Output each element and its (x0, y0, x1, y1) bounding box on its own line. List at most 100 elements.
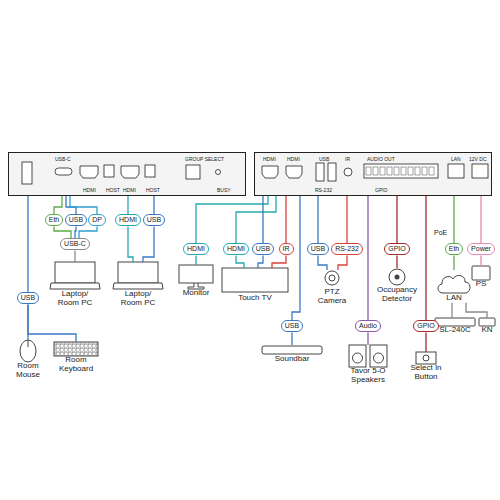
cable (272, 255, 286, 268)
switcher-rear-panel: HDMIHDMIUSBRS-232IRGPIOAUDIO OUTLAN12V D… (254, 152, 492, 196)
panel-port-label: 12V DC (469, 157, 487, 162)
device-icon-area (50, 262, 100, 290)
cable (195, 255, 196, 265)
signal-tag: GPIO (413, 320, 439, 332)
signal-tag: Audio (355, 320, 381, 332)
signal-name: RS-232 (335, 245, 359, 252)
panel-port-label: HDMI (263, 157, 276, 162)
terminal-block (364, 164, 438, 178)
signal-tag: USB (17, 292, 39, 304)
cable (27, 196, 28, 292)
signal-tag: Eth (445, 243, 464, 255)
occupancy-detector-icon (389, 269, 405, 285)
device: Room Keyboard (54, 342, 98, 374)
cable (75, 226, 76, 238)
cable (346, 196, 347, 243)
usb-b-port (145, 165, 155, 177)
cable (54, 196, 62, 214)
panel-port-label: HDMI (83, 188, 96, 193)
kn-icon (479, 318, 495, 326)
cable (236, 255, 244, 268)
cable (466, 303, 487, 318)
signal-tag: USB (281, 320, 303, 332)
laptop-base (50, 283, 100, 289)
cable (367, 332, 368, 345)
usb-a-port (316, 163, 324, 181)
device: KN (478, 318, 496, 335)
device-name: Select In Button (404, 364, 448, 382)
cable (292, 196, 300, 320)
hdmi-port (286, 166, 302, 178)
cable (70, 196, 97, 214)
device: LAN (436, 270, 472, 303)
cable (317, 196, 318, 243)
monitor-screen (179, 265, 213, 283)
signal-name: USB (256, 245, 270, 252)
cable (396, 255, 397, 268)
signal-tag: HDMI (183, 243, 209, 255)
terminal-screw (422, 167, 427, 175)
terminal-screw (429, 167, 434, 175)
terminal-screws (366, 167, 434, 175)
cable (127, 196, 128, 214)
signal-name: Audio (359, 322, 377, 329)
laptop-screen (55, 262, 95, 283)
signal-name: GPIO (417, 322, 435, 329)
laptop-screen (118, 262, 158, 283)
cable (453, 196, 454, 243)
device-icon-area (470, 266, 492, 280)
speaker-cone (374, 353, 384, 363)
keyboard-icon (54, 342, 98, 356)
signal-tag: USB (252, 243, 274, 255)
signal-tag: HDMI (223, 243, 249, 255)
terminal-screw (394, 167, 399, 175)
button-plate (416, 352, 436, 364)
cable (425, 196, 426, 320)
signal-tag: USB-C (60, 238, 90, 250)
cable (367, 196, 368, 320)
annotation-label: PoE (434, 229, 447, 236)
signal-name: USB-C (64, 240, 86, 247)
device-name: PS (470, 280, 492, 289)
sl-240c-icon (435, 318, 475, 326)
panel-port-label: BUSY (217, 188, 231, 193)
cable (28, 304, 76, 342)
busy-led (216, 170, 221, 175)
cable (54, 226, 71, 238)
signal-name: USB (147, 216, 161, 223)
device: PTZ Camera (312, 270, 352, 306)
device-icon-area (348, 345, 388, 367)
signal-name: USB (311, 245, 325, 252)
speaker-icon (349, 345, 366, 367)
panel-port-label: GPIO (375, 188, 388, 193)
signal-tag: DP (88, 214, 106, 226)
device-name: Touch TV (220, 294, 290, 303)
mouse-icon (20, 340, 36, 362)
cable (262, 196, 263, 243)
cable (291, 332, 292, 345)
signal-tag: Power (467, 243, 495, 255)
signal-name: Power (471, 245, 491, 252)
speaker-cone (353, 353, 363, 363)
cable (258, 255, 263, 268)
soundbar-icon (262, 346, 322, 354)
signal-tag: IR (279, 243, 294, 255)
cable (196, 196, 268, 243)
device-name: Laptop/ Room PC (50, 290, 100, 308)
cable (338, 255, 347, 270)
ptz-camera-icon (325, 271, 339, 285)
device-icon-area (11, 340, 45, 362)
device-name: Tavor 5-O Speakers (348, 367, 388, 385)
power-supply-icon (472, 266, 490, 280)
cable (66, 196, 76, 214)
device: Occupancy Detector (374, 268, 420, 304)
cable (480, 255, 481, 266)
device-name: Room Mouse (11, 362, 45, 380)
signal-name: GPIO (388, 245, 406, 252)
device-icon-area (478, 318, 496, 326)
terminal-screw (387, 167, 392, 175)
power-terminal (472, 164, 488, 178)
panel-port-label: HOST (146, 188, 160, 193)
device: Tavor 5-O Speakers (348, 345, 388, 385)
cable (396, 196, 397, 243)
